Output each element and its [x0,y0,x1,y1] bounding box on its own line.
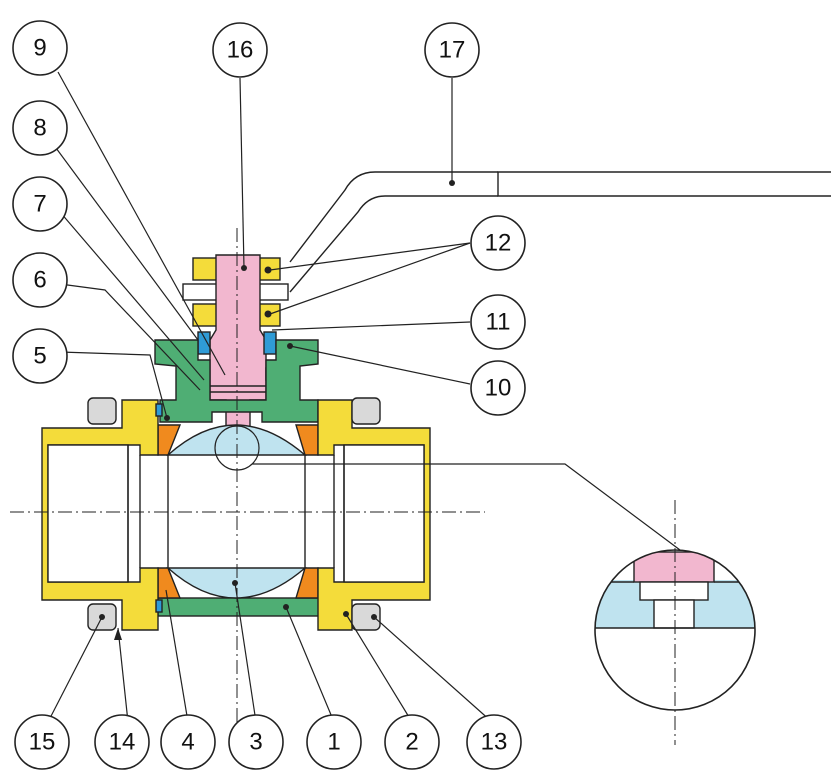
callout-17: 17 [424,22,480,78]
svg-text:3: 3 [249,729,262,756]
end-connector-left [41,399,159,631]
callout-8: 8 [12,100,68,156]
seats [157,424,319,599]
callout-16: 16 [212,22,268,78]
handle [289,171,831,293]
end-connector-right [317,399,431,631]
svg-text:2: 2 [405,729,418,756]
gland-ring-left [197,331,211,355]
detail-reference-circle [214,425,260,471]
svg-text:5: 5 [33,343,46,370]
callout-3: 3 [228,714,284,770]
callout-13: 13 [466,714,522,770]
callout-2: 2 [384,714,440,770]
callout-14: 14 [94,714,150,770]
svg-text:16: 16 [227,37,254,64]
callout-12: 12 [470,215,526,271]
callout-4: 4 [160,714,216,770]
svg-text:13: 13 [481,729,508,756]
svg-text:7: 7 [33,191,46,218]
svg-text:14: 14 [109,729,136,756]
stem [209,254,267,447]
callout-10: 10 [470,360,526,416]
detail-inset [594,500,756,745]
svg-text:17: 17 [439,37,466,64]
callout-15: 15 [14,714,70,770]
svg-text:12: 12 [485,230,512,257]
svg-text:8: 8 [33,115,46,142]
svg-text:10: 10 [485,375,512,402]
svg-text:11: 11 [486,309,511,336]
callout-5: 5 [12,328,68,384]
leader-lines [47,71,493,723]
svg-text:4: 4 [181,729,194,756]
gland-ring-right [263,331,277,355]
callout-11: 11 [470,294,526,350]
svg-text:9: 9 [33,35,46,62]
callout-9: 9 [12,20,68,76]
svg-text:1: 1 [327,729,340,756]
callout-7: 7 [12,176,68,232]
callout-1: 1 [306,714,362,770]
svg-text:6: 6 [33,267,46,294]
callout-6: 6 [12,252,68,308]
svg-text:15: 15 [29,729,56,756]
